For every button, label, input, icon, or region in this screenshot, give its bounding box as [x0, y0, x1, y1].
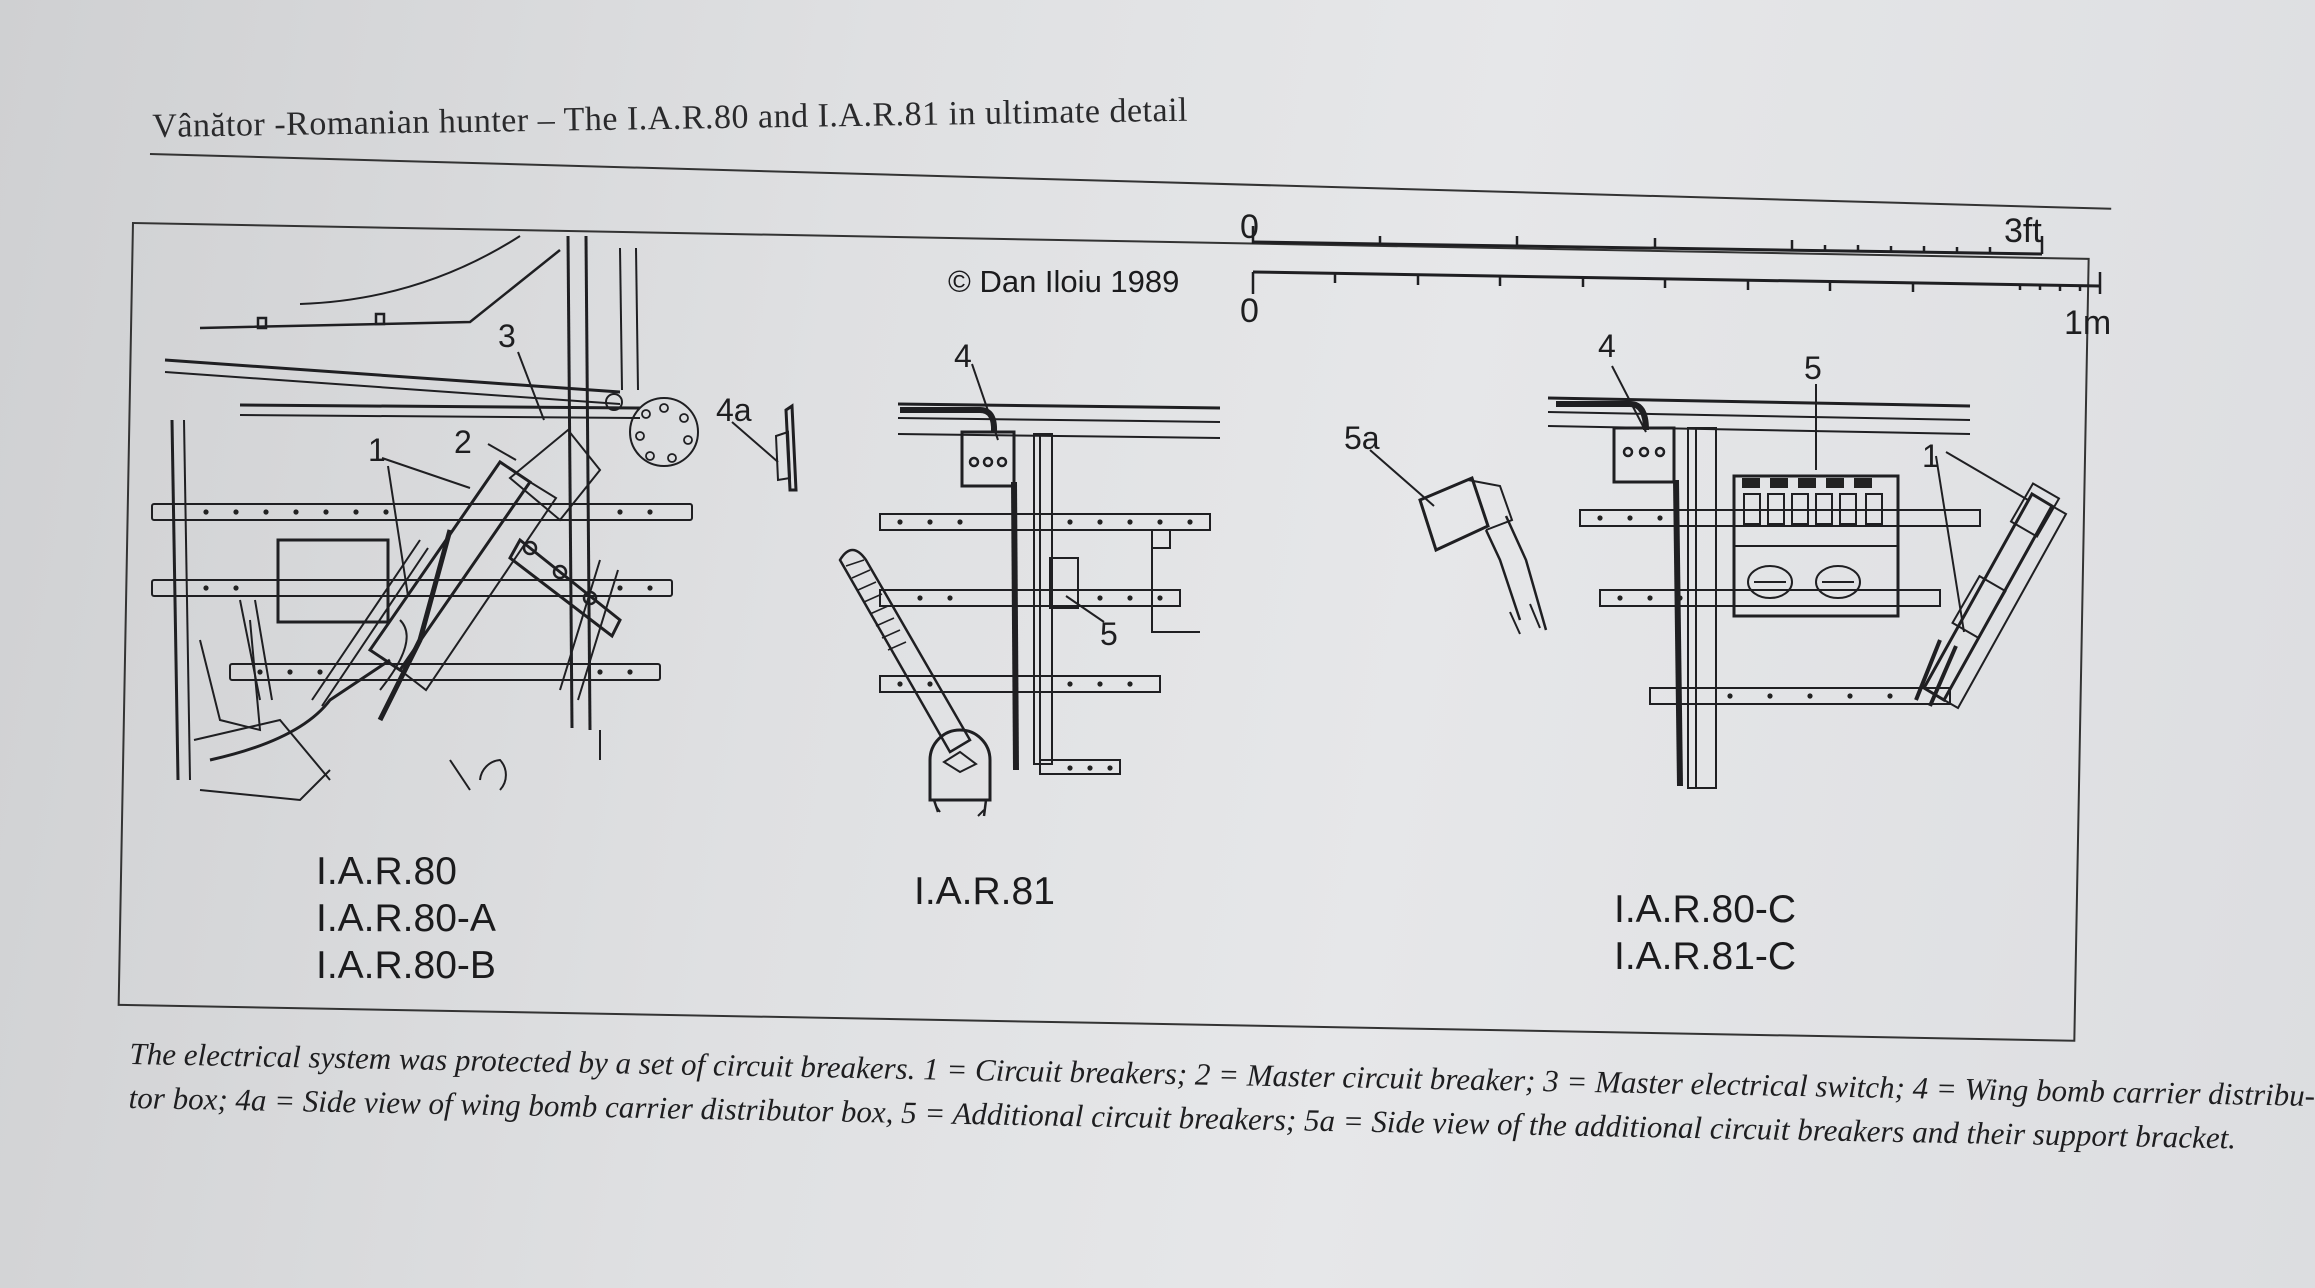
variant-label: I.A.R.80 [316, 850, 457, 893]
callout-4a: 4a [716, 392, 752, 428]
variant-label-group-right: I.A.R.80-C I.A.R.81-C [1614, 886, 1796, 980]
scale-ft-start-label: 0 [1240, 208, 1259, 246]
callout-2: 2 [454, 424, 472, 460]
variant-label: I.A.R.81 [914, 870, 1055, 913]
drawing-iar81 [838, 363, 1221, 817]
callout-4-middle: 4 [954, 338, 972, 374]
scale-ticks-ft [1251, 226, 2044, 254]
scale-ft-end-label: 3ft [2004, 212, 2042, 250]
variant-label: I.A.R.80-A [316, 897, 496, 940]
technical-drawing [151, 226, 2102, 817]
callout-5-right: 5 [1804, 350, 1822, 386]
scale-m-end-label: 1m [2064, 304, 2112, 342]
drawing-iar80 [151, 235, 798, 802]
callout-1-left: 1 [368, 432, 386, 468]
scale-ticks-m [1251, 272, 2102, 294]
drawing-5a-side-view [1369, 449, 1548, 635]
callout-5-middle: 5 [1100, 616, 1118, 652]
variant-label-group-left: I.A.R.80 I.A.R.80-A I.A.R.80-B [316, 848, 496, 989]
callout-1-right: 1 [1922, 438, 1940, 474]
copyright-credit: © Dan Iloiu 1989 [948, 264, 1180, 299]
variant-label: I.A.R.81-C [1614, 935, 1797, 978]
scale-m-start-label: 0 [1240, 292, 1259, 330]
variant-label-group-middle: I.A.R.81 [914, 868, 1055, 915]
variant-label: I.A.R.80-B [316, 944, 496, 987]
callout-4-right: 4 [1598, 328, 1616, 364]
drawing-iar80c [1547, 365, 2068, 789]
scale-bar [1251, 226, 2102, 294]
variant-label: I.A.R.80-C [1614, 888, 1797, 931]
callout-3: 3 [498, 318, 516, 354]
callout-5a: 5a [1344, 420, 1380, 456]
